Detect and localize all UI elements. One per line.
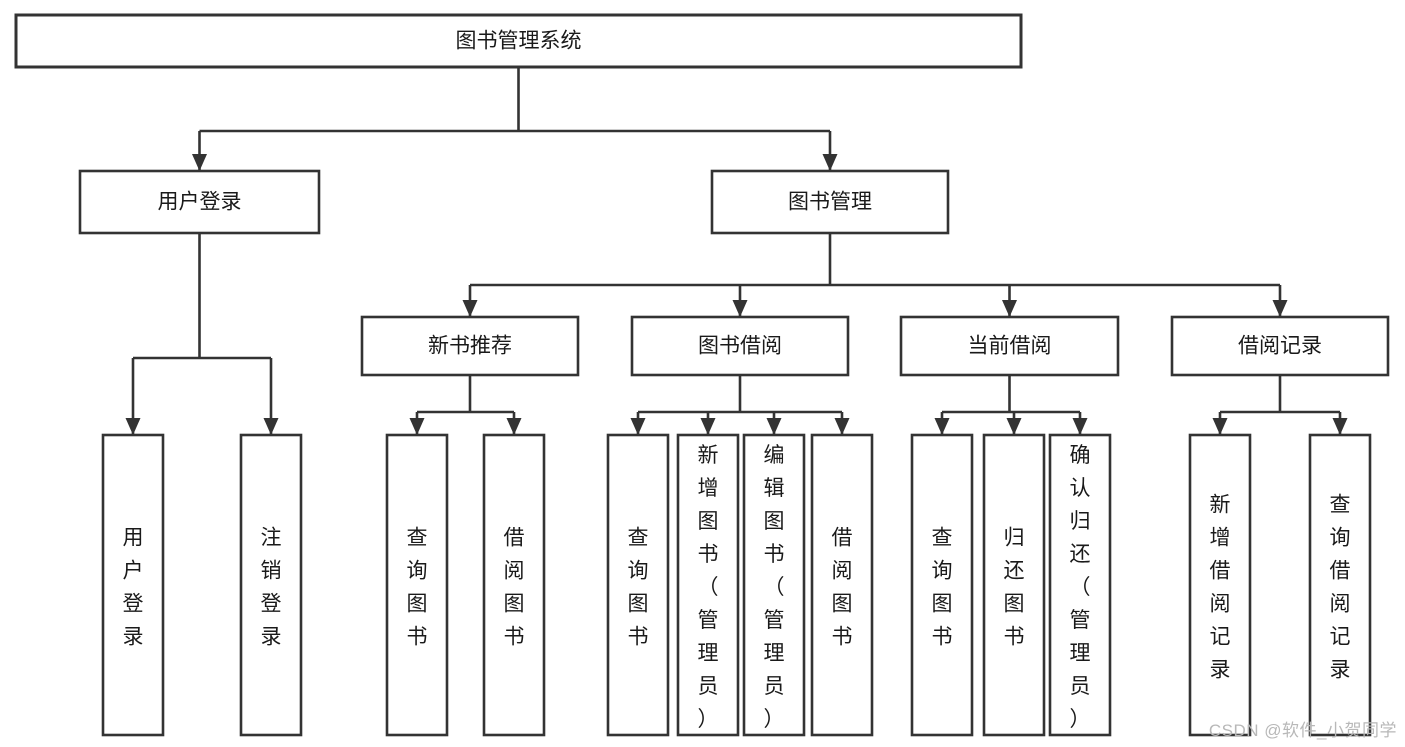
node-label-current_borrow: 当前借阅 bbox=[968, 335, 1052, 358]
node-leaf_nbr_query[interactable]: 查询图书 bbox=[385, 433, 449, 737]
node-leaf_cb_confirm[interactable]: 确认归还（管理员） bbox=[1048, 433, 1112, 737]
node-label-leaf_cb_return: 归还图书 bbox=[1004, 527, 1025, 649]
node-borrow_record[interactable]: 借阅记录 bbox=[1170, 315, 1390, 377]
node-root[interactable]: 图书管理系统 bbox=[14, 13, 1023, 69]
connector-group-borrow_record bbox=[1212, 375, 1348, 435]
arrow-head-icon bbox=[506, 418, 522, 435]
node-box-leaf_cb_confirm[interactable] bbox=[1048, 433, 1112, 737]
node-label-leaf_cb_confirm: 确认归还（管理员） bbox=[1070, 444, 1091, 731]
node-leaf_cb_return[interactable]: 归还图书 bbox=[982, 433, 1046, 737]
node-leaf_bb_borrow[interactable]: 借阅图书 bbox=[810, 433, 874, 737]
node-label-book_manage: 图书管理 bbox=[788, 191, 872, 214]
node-label-new_book_rec: 新书推荐 bbox=[428, 335, 512, 358]
arrow-head-icon bbox=[834, 418, 850, 435]
node-leaf_user_login[interactable]: 用户登录 bbox=[101, 433, 165, 737]
connector-group-user_login bbox=[125, 233, 279, 435]
node-label-leaf_nbr_query: 查询图书 bbox=[407, 527, 428, 649]
node-box-leaf_bb_borrow[interactable] bbox=[810, 433, 874, 737]
node-label-leaf_br_add: 新增借阅记录 bbox=[1210, 494, 1231, 682]
node-label-borrow_record: 借阅记录 bbox=[1238, 335, 1322, 358]
connector-group-book_manage bbox=[462, 233, 1288, 317]
node-box-leaf_nbr_query[interactable] bbox=[385, 433, 449, 737]
arrow-head-icon bbox=[1212, 418, 1228, 435]
node-box-leaf_br_query[interactable] bbox=[1308, 433, 1372, 737]
connector-layer bbox=[125, 67, 1348, 435]
arrow-head-icon bbox=[1332, 418, 1348, 435]
arrow-head-icon bbox=[822, 154, 838, 171]
connector-group-new_book_rec bbox=[409, 375, 522, 435]
node-box-leaf_bb_query[interactable] bbox=[606, 433, 670, 737]
node-label-root: 图书管理系统 bbox=[456, 30, 582, 53]
csdn-watermark: CSDN @软件_小贺同学 bbox=[1208, 721, 1397, 740]
arrow-head-icon bbox=[125, 418, 141, 435]
arrow-head-icon bbox=[192, 154, 207, 171]
arrow-head-icon bbox=[1272, 300, 1288, 317]
connector-group-root bbox=[192, 67, 838, 171]
arrow-head-icon bbox=[630, 418, 646, 435]
node-layer: 图书管理系统用户登录图书管理新书推荐图书借阅当前借阅借阅记录用户登录注销登录查询… bbox=[14, 13, 1390, 737]
node-box-leaf_cb_query[interactable] bbox=[910, 433, 974, 737]
node-box-leaf_nbr_borrow[interactable] bbox=[482, 433, 546, 737]
node-leaf_bb_add[interactable]: 新增图书（管理员） bbox=[676, 433, 740, 737]
node-box-root[interactable] bbox=[14, 13, 1023, 69]
node-book_borrow[interactable]: 图书借阅 bbox=[630, 315, 850, 377]
node-label-leaf_logout: 注销登录 bbox=[261, 527, 282, 649]
arrow-head-icon bbox=[934, 418, 950, 435]
node-box-leaf_bb_add[interactable] bbox=[676, 433, 740, 737]
arrow-head-icon bbox=[409, 418, 425, 435]
arrow-head-icon bbox=[1006, 418, 1022, 435]
node-label-leaf_bb_query: 查询图书 bbox=[628, 527, 649, 649]
node-box-current_borrow[interactable] bbox=[899, 315, 1120, 377]
node-box-leaf_user_login[interactable] bbox=[101, 433, 165, 737]
node-label-leaf_br_query: 查询借阅记录 bbox=[1330, 494, 1351, 682]
node-book_manage[interactable]: 图书管理 bbox=[710, 169, 950, 235]
node-label-leaf_nbr_borrow: 借阅图书 bbox=[504, 527, 525, 649]
node-box-leaf_bb_edit[interactable] bbox=[742, 433, 806, 737]
node-leaf_logout[interactable]: 注销登录 bbox=[239, 433, 303, 737]
node-label-book_borrow: 图书借阅 bbox=[698, 335, 782, 358]
node-label-leaf_bb_edit: 编辑图书（管理员） bbox=[764, 444, 785, 731]
node-box-book_manage[interactable] bbox=[710, 169, 950, 235]
node-box-leaf_logout[interactable] bbox=[239, 433, 303, 737]
node-label-leaf_bb_add: 新增图书（管理员） bbox=[698, 444, 719, 731]
node-user_login[interactable]: 用户登录 bbox=[78, 169, 321, 235]
node-box-new_book_rec[interactable] bbox=[360, 315, 580, 377]
arrow-head-icon bbox=[700, 418, 716, 435]
node-label-leaf_bb_borrow: 借阅图书 bbox=[832, 527, 853, 649]
node-leaf_br_query[interactable]: 查询借阅记录 bbox=[1308, 433, 1372, 737]
node-leaf_br_add[interactable]: 新增借阅记录 bbox=[1188, 433, 1252, 737]
arrow-head-icon bbox=[1072, 418, 1088, 435]
node-leaf_bb_query[interactable]: 查询图书 bbox=[606, 433, 670, 737]
node-current_borrow[interactable]: 当前借阅 bbox=[899, 315, 1120, 377]
node-box-leaf_cb_return[interactable] bbox=[982, 433, 1046, 737]
node-label-user_login: 用户登录 bbox=[158, 191, 242, 214]
arrow-head-icon bbox=[766, 418, 782, 435]
node-box-book_borrow[interactable] bbox=[630, 315, 850, 377]
node-leaf_bb_edit[interactable]: 编辑图书（管理员） bbox=[742, 433, 806, 737]
arrow-head-icon bbox=[732, 300, 748, 317]
node-leaf_cb_query[interactable]: 查询图书 bbox=[910, 433, 974, 737]
arrow-head-icon bbox=[263, 418, 279, 435]
arrow-head-icon bbox=[1002, 300, 1017, 317]
node-label-leaf_user_login: 用户登录 bbox=[123, 527, 144, 649]
connector-group-current_borrow bbox=[934, 375, 1088, 435]
connector-group-book_borrow bbox=[630, 375, 850, 435]
node-leaf_nbr_borrow[interactable]: 借阅图书 bbox=[482, 433, 546, 737]
node-box-user_login[interactable] bbox=[78, 169, 321, 235]
node-box-borrow_record[interactable] bbox=[1170, 315, 1390, 377]
node-box-leaf_br_add[interactable] bbox=[1188, 433, 1252, 737]
node-label-leaf_cb_query: 查询图书 bbox=[932, 527, 953, 649]
node-new_book_rec[interactable]: 新书推荐 bbox=[360, 315, 580, 377]
arrow-head-icon bbox=[462, 300, 478, 317]
